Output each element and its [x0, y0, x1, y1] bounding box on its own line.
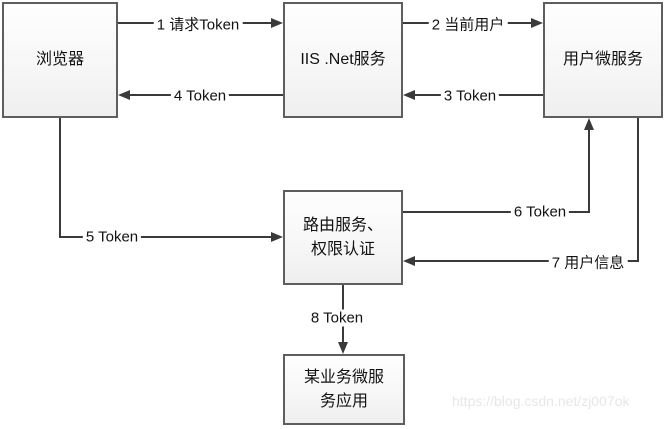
- edge6-arrowhead-icon: [584, 118, 594, 130]
- node-router-auth-line1: 路由服务、: [302, 217, 383, 235]
- node-router-auth-service: 路由服务、 权限认证: [283, 190, 403, 285]
- edge7-line-vertical: [637, 118, 639, 262]
- edge7-label: 7 用户信息: [548, 251, 628, 273]
- edge3-label: 3 Token: [440, 87, 500, 105]
- edge5-arrowhead-icon: [271, 232, 283, 242]
- edge1-arrowhead-icon: [271, 18, 283, 28]
- node-browser: 浏览器: [2, 2, 118, 118]
- edge7-arrowhead-icon: [403, 256, 415, 266]
- node-user-microservice-label: 用户微服务: [562, 51, 643, 69]
- edge5-line-horizontal: [59, 236, 273, 238]
- edge4-arrowhead-icon: [118, 90, 130, 100]
- node-iis-net-service: IIS .Net服务: [283, 2, 403, 118]
- node-business-app-line2: 务应用: [319, 392, 368, 410]
- node-business-microservice-app: 某业务微服 务应用: [283, 354, 405, 425]
- edge3-arrowhead-icon: [403, 90, 415, 100]
- edge6-line-vertical: [588, 128, 590, 213]
- edge8-label: 8 Token: [307, 309, 367, 327]
- edge6-line-horizontal: [403, 211, 590, 213]
- csdn-watermark: https://blog.csdn.net/zj007ok: [452, 393, 630, 409]
- edge6-label: 6 Token: [510, 203, 570, 221]
- edge5-label: 5 Token: [82, 228, 142, 246]
- edge4-label: 4 Token: [170, 87, 230, 105]
- node-user-microservice: 用户微服务: [543, 2, 663, 118]
- edge5-line-vertical: [59, 118, 61, 238]
- node-browser-label: 浏览器: [35, 51, 84, 69]
- edge7-line-horizontal: [413, 260, 639, 262]
- edge8-arrowhead-icon: [338, 342, 348, 354]
- node-router-auth-line2: 权限认证: [310, 240, 375, 258]
- edge2-arrowhead-icon: [531, 18, 543, 28]
- node-business-app-line1: 某业务微服: [303, 369, 384, 387]
- edge1-label: 1 请求Token: [153, 13, 243, 35]
- node-iis-net-service-label: IIS .Net服务: [300, 51, 386, 69]
- edge2-label: 2 当前用户: [428, 13, 508, 35]
